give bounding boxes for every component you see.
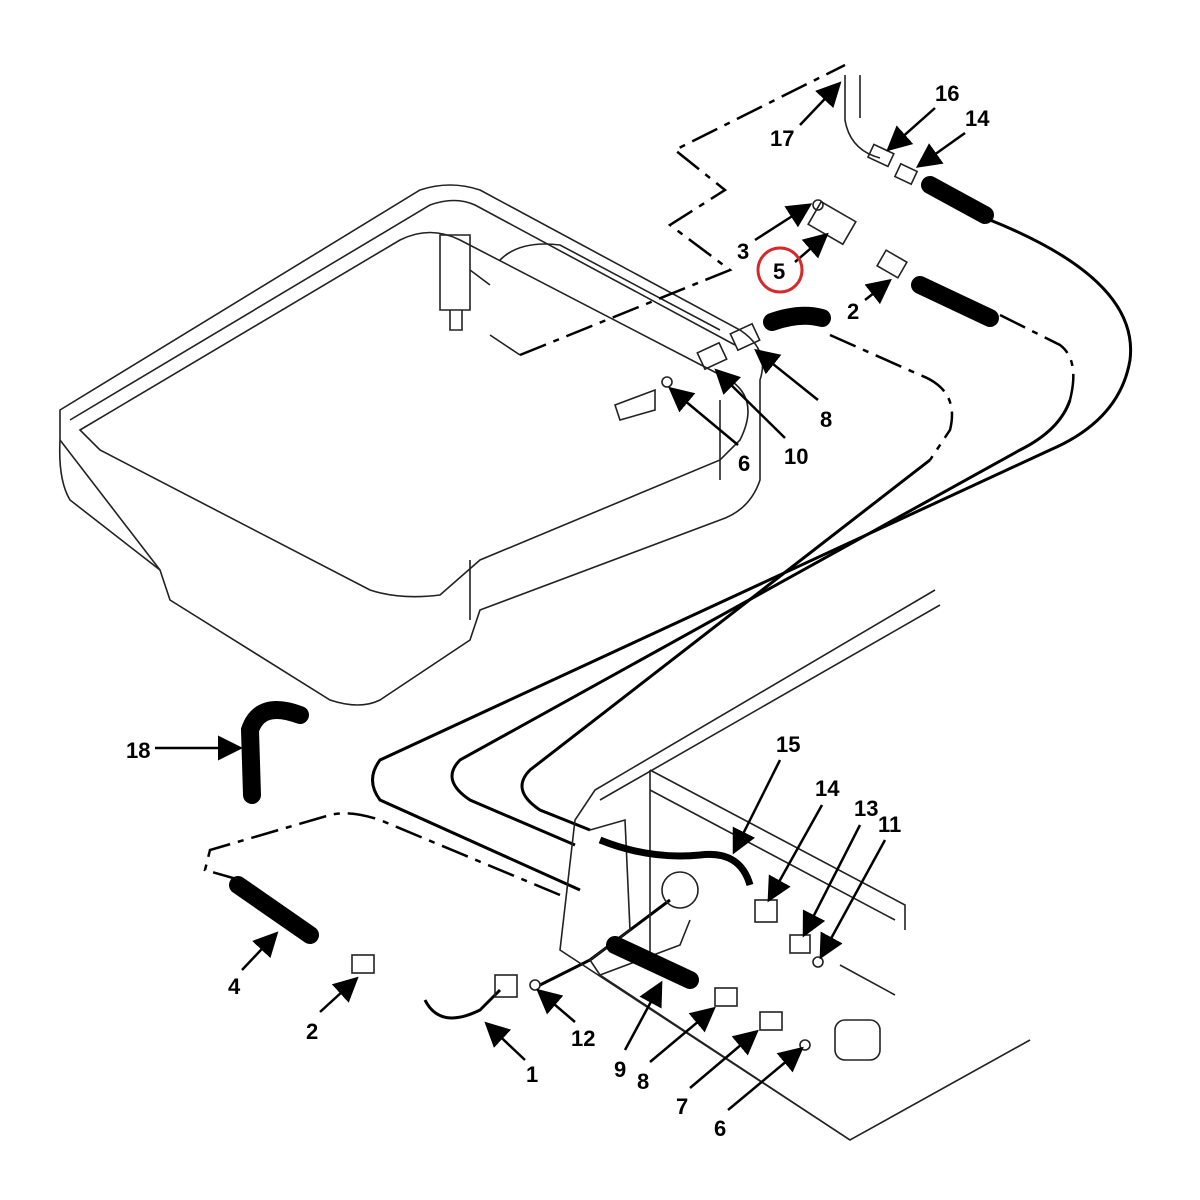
callout-11: 11 (878, 812, 901, 837)
callout-9: 9 (614, 1057, 626, 1082)
fittings (351, 75, 919, 1061)
callout-15: 15 (776, 732, 800, 757)
callout-13: 13 (854, 796, 878, 821)
callout-6: 6 (738, 451, 750, 476)
highlight-circle-item-5 (756, 246, 804, 294)
callout-14: 14 (965, 106, 990, 131)
frame (559, 589, 1031, 1141)
callout-6: 6 (714, 1116, 726, 1141)
callout-12: 12 (571, 1026, 595, 1051)
callout-labels: 17 16 14 3 5 2 8 10 6 18 15 14 13 11 4 2… (126, 81, 990, 1141)
callout-16: 16 (935, 81, 959, 106)
callout-2: 2 (847, 299, 859, 324)
callout-4: 4 (228, 974, 241, 999)
callout-3: 3 (737, 239, 749, 264)
hoses (229, 176, 999, 989)
wiring-dashed (203, 63, 1075, 897)
callout-8: 8 (820, 407, 832, 432)
callout-1: 1 (526, 1062, 538, 1087)
callout-17: 17 (770, 126, 794, 151)
callout-10: 10 (784, 444, 808, 469)
callout-5: 5 (773, 259, 785, 284)
tank (58, 184, 764, 706)
callout-8: 8 (637, 1069, 649, 1094)
callout-14: 14 (815, 776, 840, 801)
callout-7: 7 (676, 1094, 688, 1119)
leader-arrows (155, 81, 966, 1111)
callout-2: 2 (306, 1019, 318, 1044)
callout-18: 18 (126, 738, 150, 763)
